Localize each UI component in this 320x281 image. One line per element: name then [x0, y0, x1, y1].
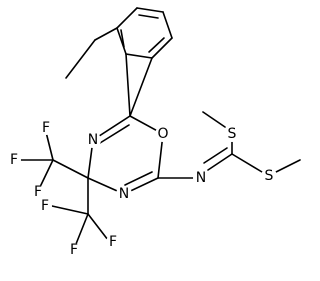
- bond-ring-double-1: [138, 14, 159, 19]
- atom-f2: F: [10, 152, 18, 168]
- bond-ring-5: [125, 53, 153, 59]
- bond-ring-3: [162, 11, 173, 39]
- bond-cf3b-f5: [87, 213, 109, 241]
- bond-ring-double-2: [148, 37, 165, 53]
- bond-supper-me: [202, 111, 226, 128]
- bond-slower-me: [275, 159, 301, 173]
- atom-s-upper: S: [228, 126, 237, 142]
- bond-aryl-c6: [125, 53, 131, 117]
- bond-ring-4: [151, 37, 173, 59]
- structure-canvas: O N N N S S F F F F F F: [7, 7, 301, 258]
- bond-cf3b-f6: [75, 213, 89, 245]
- bond-ring-2: [136, 7, 164, 13]
- bond-cf3b-f4: [51, 205, 89, 215]
- molecule-drawing: O N N N S S F F F F F F: [7, 7, 301, 258]
- bond-methyl-tolyl: [94, 27, 118, 41]
- bond-cf3a-f1: [45, 131, 54, 161]
- atom-f3: F: [34, 184, 42, 200]
- atom-s-lower: S: [265, 168, 274, 184]
- bond-cs-slower: [231, 153, 263, 173]
- bond-methyl-tolyl-2: [65, 39, 96, 79]
- atom-o1: O: [157, 126, 168, 142]
- bond-cf3a-f3: [39, 159, 54, 188]
- atom-f1: F: [42, 120, 50, 136]
- bond-aryl-c6b: [129, 57, 153, 117]
- atom-f4: F: [41, 198, 49, 214]
- bond-c2-n3-double: [124, 171, 153, 186]
- bond-nimine-cs: [207, 153, 233, 171]
- atom-n-lower: N: [119, 186, 129, 202]
- bond-n5-c6-double: [99, 124, 130, 144]
- bond-ring-1: [116, 7, 138, 29]
- bond-ring-6: [116, 27, 127, 55]
- bond-c4-cf3a: [52, 159, 89, 179]
- bond-ring-double-3: [120, 29, 125, 48]
- bond-nimine-cs-double: [203, 147, 228, 164]
- atom-f5: F: [109, 234, 117, 250]
- atom-f6: F: [70, 242, 78, 258]
- atom-labels: O N N N S S F F F F F F: [7, 120, 277, 258]
- atom-n-imine: N: [196, 170, 206, 186]
- atom-n-upper: N: [88, 132, 98, 148]
